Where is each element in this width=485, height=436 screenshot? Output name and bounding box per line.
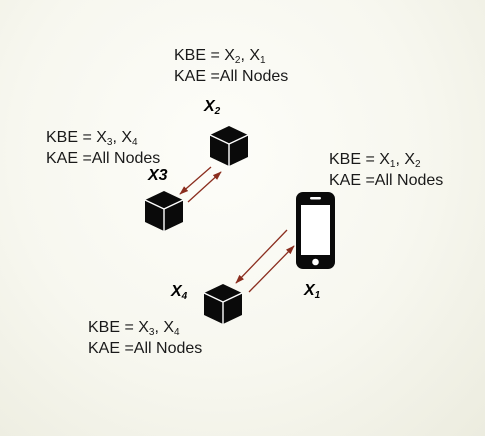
x1-label: X1 xyxy=(304,282,321,301)
x2-cube-icon xyxy=(209,126,249,166)
x1-kae-line: KAE =All Nodes xyxy=(329,172,444,189)
x4-label: X4 xyxy=(171,283,188,302)
x4-kbe-line: KBE = X3, X4 xyxy=(88,319,180,338)
x2-label: X2 xyxy=(204,98,221,117)
arrow-x3-to-x2 xyxy=(187,171,222,203)
x1-smartphone-icon xyxy=(296,192,335,269)
x3-kae-line: KAE =All Nodes xyxy=(46,150,161,167)
x1-info: KBE = X1, X2 KAE =All Nodes xyxy=(329,149,443,191)
x3-info: KBE = X3, X4 KAE =All Nodes xyxy=(46,127,160,169)
x2-info: KBE = X2, X1 KAE =All Nodes xyxy=(174,45,288,87)
x2-kae-line: KAE =All Nodes xyxy=(174,68,289,85)
x4-info: KBE = X3, X4 KAE =All Nodes xyxy=(88,317,202,359)
x2-kbe-line: KBE = X2, X1 xyxy=(174,47,266,66)
x1-kbe-line: KBE = X1, X2 xyxy=(329,151,421,170)
x3-kbe-line: KBE = X3, X4 xyxy=(46,129,138,148)
x4-cube-icon xyxy=(203,284,243,324)
x3-label: X3 xyxy=(148,167,168,184)
arrow-x2-to-x3 xyxy=(179,166,212,195)
x3-cube-icon xyxy=(144,191,184,231)
arrow-x4-to-x1 xyxy=(248,245,295,293)
x4-kae-line: KAE =All Nodes xyxy=(88,340,203,357)
arrow-x1-to-x4 xyxy=(235,229,288,284)
